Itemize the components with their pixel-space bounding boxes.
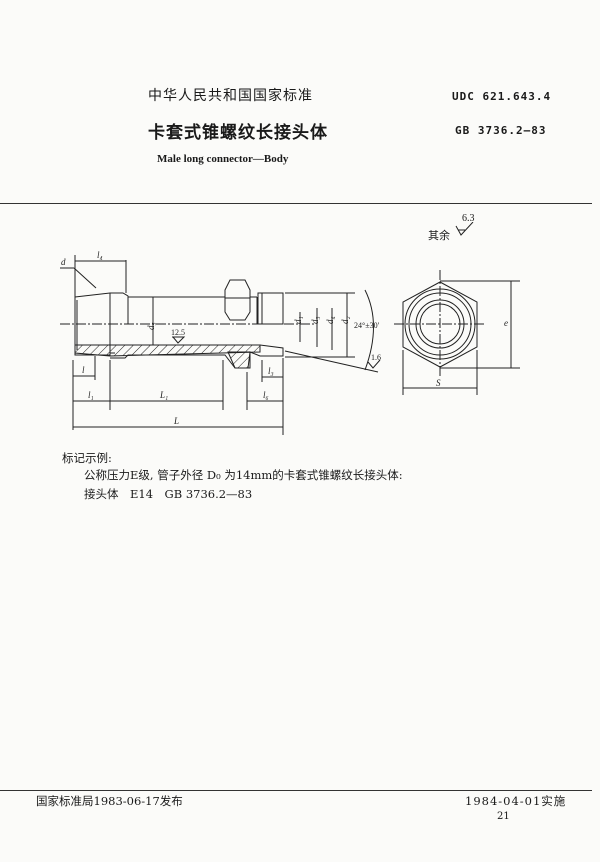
label-d1: d₁ [293, 316, 303, 324]
issued-date: 国家标准局1983-06-17发布 [36, 794, 183, 808]
marking-line-1: 公称压力E级, 管子外径 D₀ 为14mm的卡套式锥螺纹长接头体: [84, 468, 403, 482]
technical-drawing: d l₄ d₅ 12.5 d₁ d₃ d₄ d₂ 24°±30′ 1.6 e S… [60, 250, 520, 435]
footer-divider [0, 790, 592, 791]
label-L1: L₁ [159, 390, 168, 400]
label-l4: l₄ [97, 250, 103, 260]
label-l6: l₆ [263, 390, 269, 400]
label-L: L [173, 416, 179, 426]
label-e: e [504, 318, 508, 328]
roughness-label: 其余 [428, 229, 450, 242]
marking-heading: 标记示例: [62, 451, 112, 465]
roughness-symbol-icon [455, 222, 474, 236]
effective-date: 1984-04-01实施 [465, 794, 567, 808]
page-title: 卡套式锥螺纹长接头体 [148, 123, 328, 143]
label-l: l [82, 365, 85, 375]
label-l1: l₁ [88, 390, 94, 400]
marking-line-2: 接头体 E14 GB 3736.2—83 [84, 487, 253, 501]
label-s: S [436, 378, 441, 388]
english-title: Male long connector—Body [157, 153, 289, 165]
label-d3: d₃ [310, 316, 320, 324]
label-d2: d₂ [340, 316, 350, 324]
issuing-org: 中华人民共和国国家标准 [148, 88, 313, 104]
roughness-value: 6.3 [462, 213, 475, 224]
udc-code: UDC 621.643.4 [452, 90, 552, 103]
page-number: 21 [497, 811, 510, 822]
header-divider [0, 203, 592, 204]
label-d4: d₄ [325, 316, 335, 324]
label-l3: l₃ [268, 366, 274, 376]
label-d: d [61, 257, 66, 267]
label-ra-inner: 12.5 [171, 328, 185, 337]
label-ra-cone: 1.6 [371, 353, 381, 362]
label-angle: 24°±30′ [354, 321, 380, 330]
label-d5: d₅ [146, 322, 156, 330]
standard-number: GB 3736.2—83 [455, 124, 547, 137]
